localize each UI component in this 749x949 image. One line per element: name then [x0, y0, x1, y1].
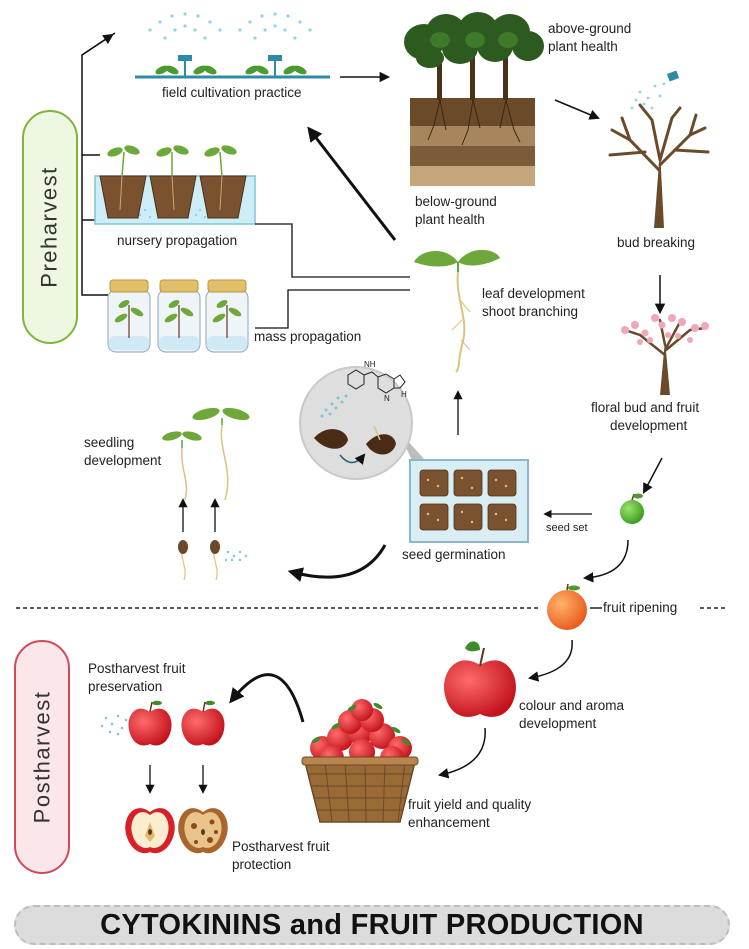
- ripening-fruit-icon: [547, 583, 587, 630]
- green-apple-icon: [620, 493, 644, 524]
- arrow-trees-to-tree: [554, 99, 600, 120]
- forest-soil-icon: [404, 12, 544, 186]
- small-seedlings-icon: [162, 407, 250, 581]
- arrow-basket-to-preservation: [229, 673, 305, 723]
- nursery-tray-icon: [94, 145, 256, 225]
- molecule-n-label: N: [384, 394, 390, 403]
- label-mass-propagation: mass propagation: [254, 329, 362, 344]
- label-nursery: nursery propagation: [117, 233, 238, 248]
- arrow-to-field: [81, 33, 114, 56]
- label-seed-germination: seed germination: [402, 547, 506, 562]
- propagation-connectors: [255, 223, 410, 329]
- label-leaf-development: leaf development: [482, 286, 585, 301]
- cut-apples-icon: [125, 808, 228, 854]
- big-red-apple-icon: [444, 641, 516, 717]
- label-floral-1: floral bud and fruit: [591, 400, 700, 415]
- flowering-tree-icon: [621, 314, 709, 395]
- arrow-greenapple-to-orange: [582, 539, 629, 583]
- apple-basket-icon: [301, 699, 419, 823]
- title-banner: CYTOKININS and FRUIT PRODUCTION: [14, 905, 730, 945]
- label-floral-2: development: [610, 418, 688, 433]
- preharvest-label: Preharvest: [22, 110, 78, 344]
- label-seed-set: seed set: [546, 522, 588, 534]
- preharvest-bracket: [81, 32, 116, 296]
- label-yield-1: fruit yield and quality: [408, 797, 532, 812]
- bare-tree-icon: [608, 70, 710, 228]
- label-colour-1: colour and aroma: [519, 698, 625, 713]
- label-seedling-1: seedling: [84, 435, 135, 450]
- label-post-protection-1: Postharvest fruit: [232, 839, 330, 854]
- main-title: CYTOKININS and FRUIT PRODUCTION: [100, 908, 644, 941]
- molecule-nh-label: NH: [364, 360, 376, 369]
- postharvest-label: Postharvest: [14, 640, 70, 874]
- arrow-apple-to-basket: [437, 727, 486, 779]
- label-above-ground-2: plant health: [548, 39, 618, 54]
- arrow-germination-to-seedlings: [287, 544, 387, 582]
- central-seedling-icon: [414, 249, 500, 373]
- label-post-preservation-2: preservation: [88, 679, 163, 694]
- arrow-ripening-to-apple: [527, 639, 573, 682]
- preservation-apples-icon: [100, 700, 225, 746]
- label-below-ground-2: plant health: [415, 212, 485, 227]
- label-bud-breaking: bud breaking: [617, 235, 696, 250]
- label-yield-2: enhancement: [408, 815, 490, 830]
- label-field-cultivation: field cultivation practice: [162, 85, 302, 100]
- label-fruit-ripening: fruit ripening: [603, 600, 678, 615]
- arrow-floral-to-greenapple: [643, 457, 663, 494]
- tissue-culture-jars-icon: [107, 279, 249, 353]
- preharvest-text: Preharvest: [37, 166, 63, 288]
- label-colour-2: development: [519, 716, 597, 731]
- field-sprinkler-icon: [135, 12, 330, 79]
- label-seedling-2: development: [84, 453, 162, 468]
- arrow-seedling-to-field: [307, 126, 397, 241]
- label-above-ground-1: above-ground: [548, 21, 632, 36]
- label-below-ground-1: below-ground: [415, 194, 497, 209]
- molecule-h-label: H: [401, 390, 407, 399]
- postharvest-text: Postharvest: [29, 690, 55, 824]
- label-shoot-branching: shoot branching: [482, 304, 579, 319]
- germination-tray-icon: [409, 459, 529, 543]
- label-post-protection-2: protection: [232, 857, 292, 872]
- label-post-preservation-1: Postharvest fruit: [88, 661, 186, 676]
